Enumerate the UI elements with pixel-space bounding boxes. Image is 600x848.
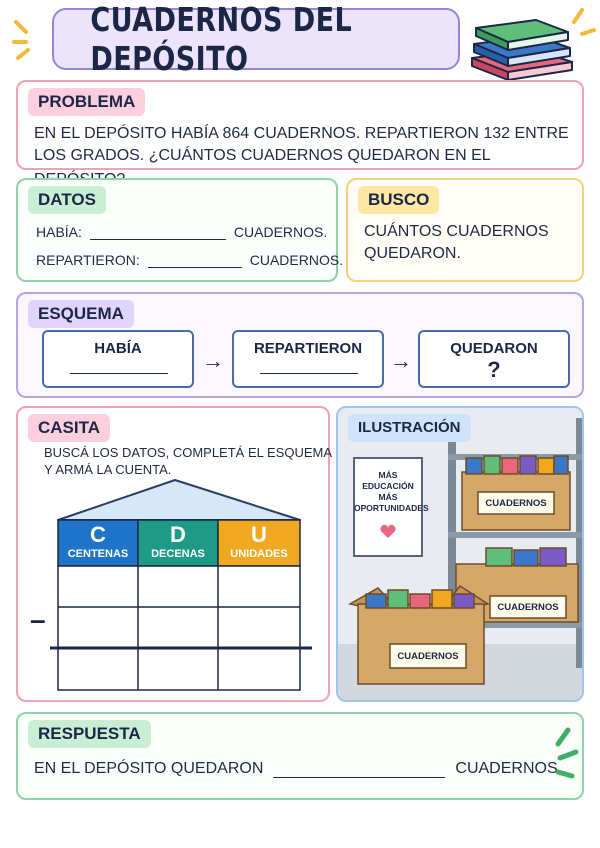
house-instruction-1: BUSCÁ LOS DATOS, COMPLETÁ EL ESQUEMA bbox=[44, 445, 332, 460]
page-title: CUADERNOS DEL DEPÓSITO bbox=[90, 0, 353, 78]
repartieron-blank[interactable] bbox=[147, 254, 242, 268]
scheme-box-habia: HABÍA bbox=[42, 330, 194, 388]
minus-sign: – bbox=[30, 604, 46, 635]
column-c-letter: C bbox=[90, 522, 106, 547]
scheme-tag: ESQUEMA bbox=[28, 300, 134, 328]
illustration-tag: ILUSTRACIÓN bbox=[348, 414, 471, 442]
box-label-middle: CUADERNOS bbox=[497, 602, 559, 613]
search-line-1: CUÁNTOS CUADERNOS bbox=[364, 223, 549, 240]
poster-line-2: EDUCACIÓN bbox=[362, 481, 414, 491]
column-d-name: DECENAS bbox=[151, 548, 205, 560]
title-banner: CUADERNOS DEL DEPÓSITO bbox=[52, 0, 460, 78]
notebook-stack-icon bbox=[471, 19, 573, 81]
column-d-letter: D bbox=[170, 522, 186, 547]
arrow-right-icon: → bbox=[202, 348, 224, 373]
scheme-box-repartieron: REPARTIERON bbox=[232, 330, 384, 388]
box-label-top: CUADERNOS bbox=[485, 498, 547, 509]
data-row-repartieron: REPARTIERON: CUADERNOS. bbox=[36, 252, 343, 268]
answer-blank[interactable] bbox=[273, 764, 446, 778]
scheme-box-habia-blank[interactable] bbox=[70, 373, 168, 374]
scheme-box-repartieron-label: REPARTIERON bbox=[253, 340, 363, 357]
sparkle-right-icon bbox=[572, 8, 596, 36]
scheme-panel: ESQUEMA HABÍA → REPARTIERON → QUEDARON ? bbox=[16, 292, 584, 398]
habia-label: HABÍA: bbox=[36, 224, 82, 240]
arrow-right-icon: → bbox=[390, 348, 412, 373]
box-label-floor: CUADERNOS bbox=[397, 651, 459, 662]
scheme-box-repartieron-blank[interactable] bbox=[260, 373, 358, 374]
answer-row: EN EL DEPÓSITO QUEDARON CUADERNOS. bbox=[34, 760, 562, 778]
column-u-name: UNIDADES bbox=[230, 548, 288, 560]
poster-line-3: MÁS bbox=[378, 492, 398, 502]
problem-line-1: EN EL DEPÓSITO HABÍA 864 CUADERNOS. REPA… bbox=[34, 125, 569, 142]
storeroom-illustration bbox=[338, 408, 582, 700]
poster-line-1: MÁS bbox=[378, 470, 398, 480]
scheme-box-quedaron: QUEDARON ? bbox=[418, 330, 570, 388]
column-u-letter: U bbox=[251, 522, 267, 547]
search-line-2: QUEDARON. bbox=[364, 245, 461, 262]
sparkle-left-icon bbox=[12, 20, 30, 60]
answer-suffix: CUADERNOS. bbox=[455, 760, 563, 777]
data-panel: DATOS HABÍA: CUADERNOS. REPARTIERON: CUA… bbox=[16, 178, 343, 282]
house-panel: CASITA BUSCÁ LOS DATOS, COMPLETÁ EL ESQU… bbox=[16, 406, 332, 702]
column-c-name: CENTENAS bbox=[67, 548, 129, 560]
search-tag: BUSCO bbox=[358, 186, 440, 214]
scheme-box-habia-label: HABÍA bbox=[94, 340, 142, 357]
problem-panel: PROBLEMA EN EL DEPÓSITO HABÍA 864 CUADER… bbox=[16, 80, 584, 188]
house-instruction-2: Y ARMÁ LA CUENTA. bbox=[44, 462, 172, 477]
place-value-house bbox=[50, 479, 312, 691]
scheme-box-quedaron-label: QUEDARON bbox=[450, 340, 538, 357]
poster-text: MÁS EDUCACIÓN MÁS OPORTUNIDADES bbox=[354, 470, 429, 514]
habia-unit: CUADERNOS. bbox=[233, 224, 328, 240]
answer-panel: RESPUESTA EN EL DEPÓSITO QUEDARON CUADER… bbox=[16, 712, 584, 800]
question-mark: ? bbox=[487, 357, 501, 382]
illustration-panel: ILUSTRACIÓN bbox=[336, 406, 584, 702]
data-tag: DATOS bbox=[28, 186, 106, 214]
problem-tag: PROBLEMA bbox=[28, 88, 146, 116]
answer-tag: RESPUESTA bbox=[28, 720, 151, 748]
repartieron-unit: CUADERNOS. bbox=[249, 252, 344, 268]
habia-blank[interactable] bbox=[89, 226, 226, 240]
search-panel: BUSCO CUÁNTOS CUADERNOS QUEDARON. bbox=[346, 178, 584, 282]
house-instructions: BUSCÁ LOS DATOS, COMPLETÁ EL ESQUEMA Y A… bbox=[44, 444, 334, 478]
house-tag: CASITA bbox=[28, 414, 111, 442]
poster-line-4: OPORTUNIDADES bbox=[354, 503, 429, 513]
answer-prefix: EN EL DEPÓSITO QUEDARON bbox=[34, 760, 264, 777]
sparkle-green-icon bbox=[555, 727, 579, 779]
repartieron-label: REPARTIERON: bbox=[36, 252, 140, 268]
data-row-habia: HABÍA: CUADERNOS. bbox=[36, 224, 327, 240]
